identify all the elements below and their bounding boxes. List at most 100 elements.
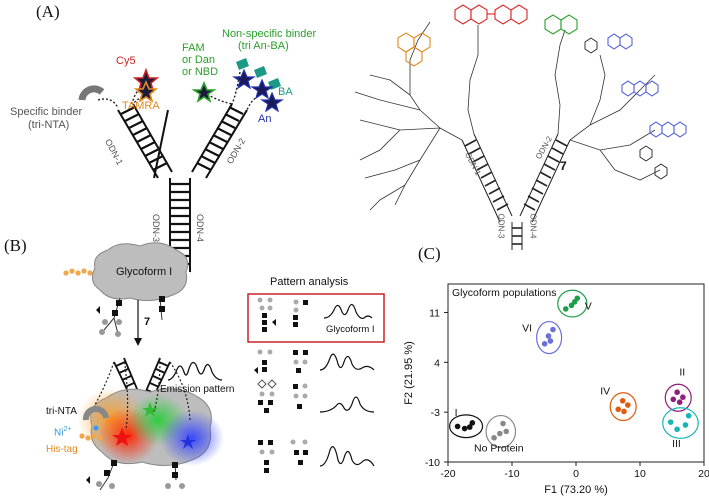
group-ellipse (557, 289, 588, 318)
nonspecific-label-2: (tri An-BA) (238, 40, 289, 52)
data-point (621, 408, 627, 415)
tri-nta-shape (82, 406, 109, 421)
ba-label: BA (278, 86, 293, 98)
x-tick-label: 10 (634, 468, 646, 480)
compound-7-rungs (464, 139, 568, 245)
anthracene-rings (607, 33, 687, 138)
his-tag-bottom (79, 433, 103, 441)
glycan-units-top (96, 296, 165, 337)
data-point (682, 422, 689, 428)
group-label: III (672, 438, 681, 450)
group-ellipse (485, 414, 517, 449)
chart-title: Glycoform populations (452, 287, 556, 299)
glycan-units-bottom (86, 460, 185, 489)
pattern-analysis-title: Pattern analysis (270, 276, 349, 288)
green-star (142, 402, 158, 417)
group-label: I (455, 407, 458, 419)
specific-binder-shape (78, 85, 105, 101)
group-label: IV (600, 386, 610, 398)
group-label: No Protein (474, 443, 524, 455)
pattern-glycans (254, 297, 308, 473)
group-label: VI (522, 323, 532, 335)
data-point (670, 396, 677, 403)
tamra-ring (397, 32, 431, 67)
data-point (619, 397, 626, 404)
odn-left-arm (117, 103, 173, 179)
data-point (503, 428, 510, 435)
data-point (676, 399, 683, 405)
glycoform-label: Glycoform I (116, 266, 173, 278)
glow-blue (160, 410, 224, 466)
data-point (497, 430, 503, 437)
group-ellipse (662, 407, 699, 439)
data-point (667, 419, 674, 425)
compound-7-skeleton (354, 21, 661, 211)
data-point (466, 424, 473, 430)
data-point (491, 434, 497, 441)
data-point (547, 338, 554, 344)
data-point (454, 423, 461, 430)
nonspecific-label-1: Non-specific binder (222, 28, 317, 40)
x-tick-label: -20 (440, 468, 455, 480)
arrow-head (134, 338, 142, 346)
data-point (541, 341, 548, 347)
benzene-rings (584, 37, 668, 180)
y-tick-label: -3 (431, 407, 440, 419)
pattern-curve-1 (323, 303, 373, 319)
data-point (574, 295, 581, 302)
data-point (615, 406, 622, 413)
data-point (625, 402, 631, 408)
data-point (685, 412, 692, 419)
data-point (500, 420, 506, 427)
panel-a-label: (A) (36, 2, 60, 21)
cy5-ring (454, 4, 528, 25)
x-tick-label: 0 (573, 468, 579, 480)
chart-ylabel: F2 (21.95 %) (403, 341, 415, 405)
his-tag-top (63, 268, 93, 276)
panel-c-label: (C) (418, 244, 441, 263)
an-label: An (258, 113, 272, 125)
ni-superscript: 2+ (63, 426, 72, 433)
blue-star (180, 434, 196, 449)
emission-wave (167, 361, 223, 381)
data-point (545, 333, 552, 339)
group-label: II (679, 367, 685, 379)
chart-xlabel: F1 (73.20 %) (544, 484, 608, 496)
fam-label-1: FAM (182, 42, 205, 54)
group-ellipse (664, 383, 692, 412)
fam-label-2: or Dan (182, 54, 216, 66)
fam-star (191, 80, 217, 103)
an-star-1 (232, 68, 256, 90)
y-tick-label: -10 (425, 457, 440, 469)
cy5-label: Cy5 (116, 55, 136, 67)
pattern-glycoform-label: Glycoform I (326, 324, 375, 335)
data-point (562, 306, 569, 312)
tamra-star (133, 79, 159, 103)
ni-dot (93, 425, 99, 431)
data-point (568, 302, 575, 309)
ni-label: Ni2+ (54, 424, 71, 439)
pattern-curve-3 (319, 396, 375, 413)
data-point (461, 425, 468, 432)
group-ellipse (448, 414, 484, 439)
pattern-curve-4 (319, 446, 375, 467)
tamra-label: TAMRA (122, 100, 160, 112)
glycoform-protein-top (91, 242, 189, 302)
y-tick-label: 4 (434, 357, 440, 369)
odn-left-rungs (120, 106, 168, 171)
fam-label-3: or NBD (182, 66, 219, 78)
an-star-2 (250, 78, 274, 100)
chart-points (454, 295, 692, 441)
panel-b-label: (B) (4, 236, 27, 255)
data-point (469, 420, 476, 426)
emission-pattern-label: Emission pattern (160, 384, 235, 395)
ba-shape-2 (254, 66, 267, 78)
pattern-curve-2 (319, 353, 375, 371)
x-tick-label: 20 (698, 468, 709, 480)
red-star (112, 428, 132, 446)
group-label: V (585, 301, 592, 313)
specific-binder-label: Specific binder (10, 106, 83, 118)
